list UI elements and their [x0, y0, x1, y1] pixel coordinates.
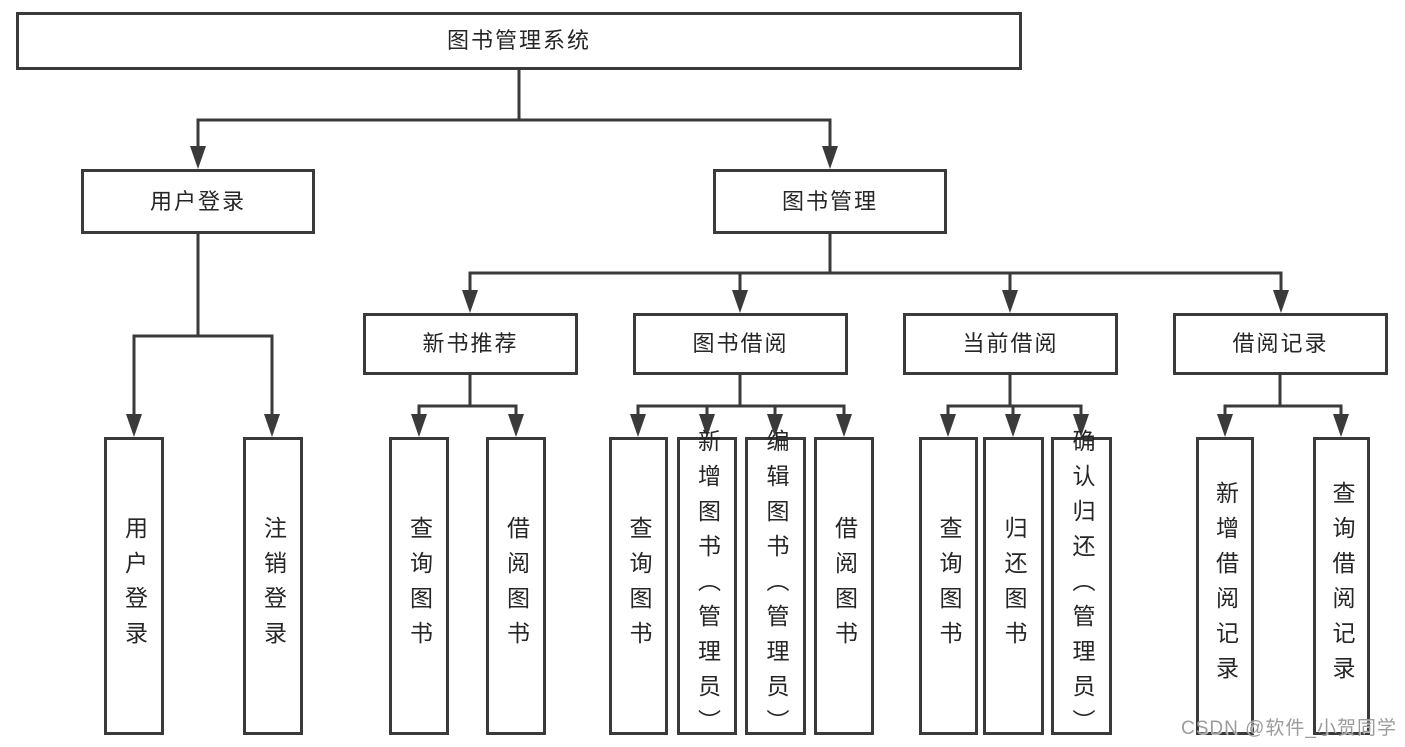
records-splitter-line: [1223, 404, 1343, 422]
current-borrow-box: 当前借阅: [903, 313, 1118, 375]
leaf-add-book-admin: 新增图书（管理员）: [677, 429, 737, 744]
book-borrow-box: 图书借阅: [633, 313, 848, 375]
leaf-logout-label: 注销登录: [260, 516, 287, 656]
leaf-user-login-label: 用户登录: [121, 516, 148, 656]
borrow-records-label: 借阅记录: [1232, 331, 1329, 356]
root-label: 图书管理系统: [446, 28, 591, 53]
arrow-down-icon: [1217, 414, 1233, 437]
leaf-confirm-return-admin: 确认归还（管理员）: [1051, 429, 1112, 744]
leaf-add-book-admin-label: 新增图书（管理员）: [694, 428, 721, 744]
arrow-down-icon: [190, 146, 206, 169]
leaf-confirm-return-admin-label: 确认归还（管理员）: [1069, 428, 1095, 744]
root-box: 图书管理系统: [16, 12, 1022, 70]
leaf-borrow-books-borrow-label: 借阅图书: [831, 516, 858, 656]
leaf-edit-book-admin-label: 编辑图书（管理员）: [763, 428, 789, 744]
new-book-recommend-label: 新书推荐: [422, 331, 519, 356]
arrow-down-icon: [264, 414, 280, 437]
leaf-borrow-books-borrow: 借阅图书: [814, 437, 874, 735]
arrow-down-icon: [940, 414, 956, 437]
leaf-add-borrow-record-label: 新增借阅记录: [1212, 481, 1239, 691]
arrow-down-icon: [1002, 290, 1018, 313]
leaf-query-books-recommend: 查询图书: [389, 437, 449, 735]
level2-splitter-line: [196, 118, 832, 152]
arrow-down-icon: [1273, 290, 1289, 313]
book-borrow-label: 图书借阅: [692, 331, 789, 356]
borrow-splitter-line: [636, 404, 846, 422]
borrow-records-box: 借阅记录: [1173, 313, 1388, 375]
leaf-query-books-borrow-label: 查询图书: [626, 516, 652, 656]
new-book-recommend-box: 新书推荐: [363, 313, 578, 375]
arrow-down-icon: [1333, 414, 1349, 437]
arrow-down-icon: [732, 290, 748, 313]
leaf-add-borrow-record: 新增借阅记录: [1196, 437, 1254, 735]
level3-splitter-line: [468, 271, 1283, 297]
leaf-query-borrow-record-label: 查询借阅记录: [1329, 481, 1355, 691]
arrow-down-icon: [1005, 414, 1021, 437]
user-login-splitter-line: [132, 334, 274, 422]
arrow-down-icon: [836, 414, 852, 437]
arrow-down-icon: [411, 414, 427, 437]
current-borrow-label: 当前借阅: [962, 331, 1059, 356]
arrow-down-icon: [699, 414, 715, 437]
arrow-down-icon: [508, 414, 524, 437]
arrow-down-icon: [126, 414, 142, 437]
recommend-splitter-line: [417, 404, 518, 422]
arrow-down-icon: [767, 414, 783, 437]
arrow-down-icon: [462, 290, 478, 313]
book-management-label: 图书管理: [781, 188, 878, 214]
arrow-down-icon: [1073, 414, 1089, 437]
leaf-edit-book-admin: 编辑图书（管理员）: [745, 429, 806, 744]
arrow-down-icons: [126, 146, 1349, 437]
leaf-query-books-current: 查询图书: [919, 437, 978, 735]
user-login-box: 用户登录: [81, 169, 315, 234]
arrow-down-icon: [822, 146, 838, 169]
leaf-user-login: 用户登录: [104, 437, 164, 735]
user-login-label: 用户登录: [149, 188, 246, 214]
leaf-borrow-books-recommend: 借阅图书: [486, 437, 546, 735]
leaf-query-books-current-label: 查询图书: [936, 516, 962, 656]
leaf-return-book: 归还图书: [983, 437, 1044, 735]
leaf-query-borrow-record: 查询借阅记录: [1313, 437, 1370, 735]
watermark: CSDN @软件_小贺同学: [1181, 718, 1397, 739]
leaf-query-books-borrow: 查询图书: [609, 437, 668, 735]
arrow-down-icon: [630, 414, 646, 437]
book-management-box: 图书管理: [713, 169, 947, 234]
leaf-return-book-label: 归还图书: [1001, 516, 1027, 656]
leaf-query-books-recommend-label: 查询图书: [406, 516, 433, 656]
leaf-borrow-books-recommend-label: 借阅图书: [503, 516, 530, 656]
leaf-logout: 注销登录: [243, 437, 303, 735]
